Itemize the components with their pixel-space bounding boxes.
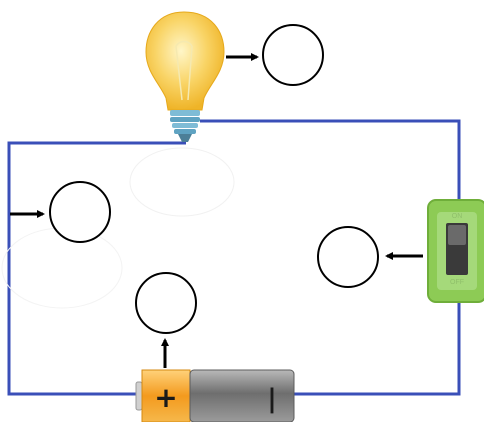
faint-shadow [1,227,123,309]
toggle-switch-icon: ON OFF [427,199,484,303]
battery-negative-label: | [267,384,277,414]
answer-circle-battery[interactable] [135,272,197,334]
battery-positive-label: + [154,381,177,414]
switch-off-label: OFF [450,279,464,286]
battery-icon: + | [135,369,295,422]
faint-shadow [129,147,235,217]
switch-on-label: ON [452,213,463,220]
circuit-wire [7,119,461,396]
answer-circle-bulb[interactable] [262,24,324,86]
answer-circle-wire[interactable] [49,181,111,243]
answer-circle-switch[interactable] [317,226,379,288]
light-bulb-icon [145,11,225,142]
